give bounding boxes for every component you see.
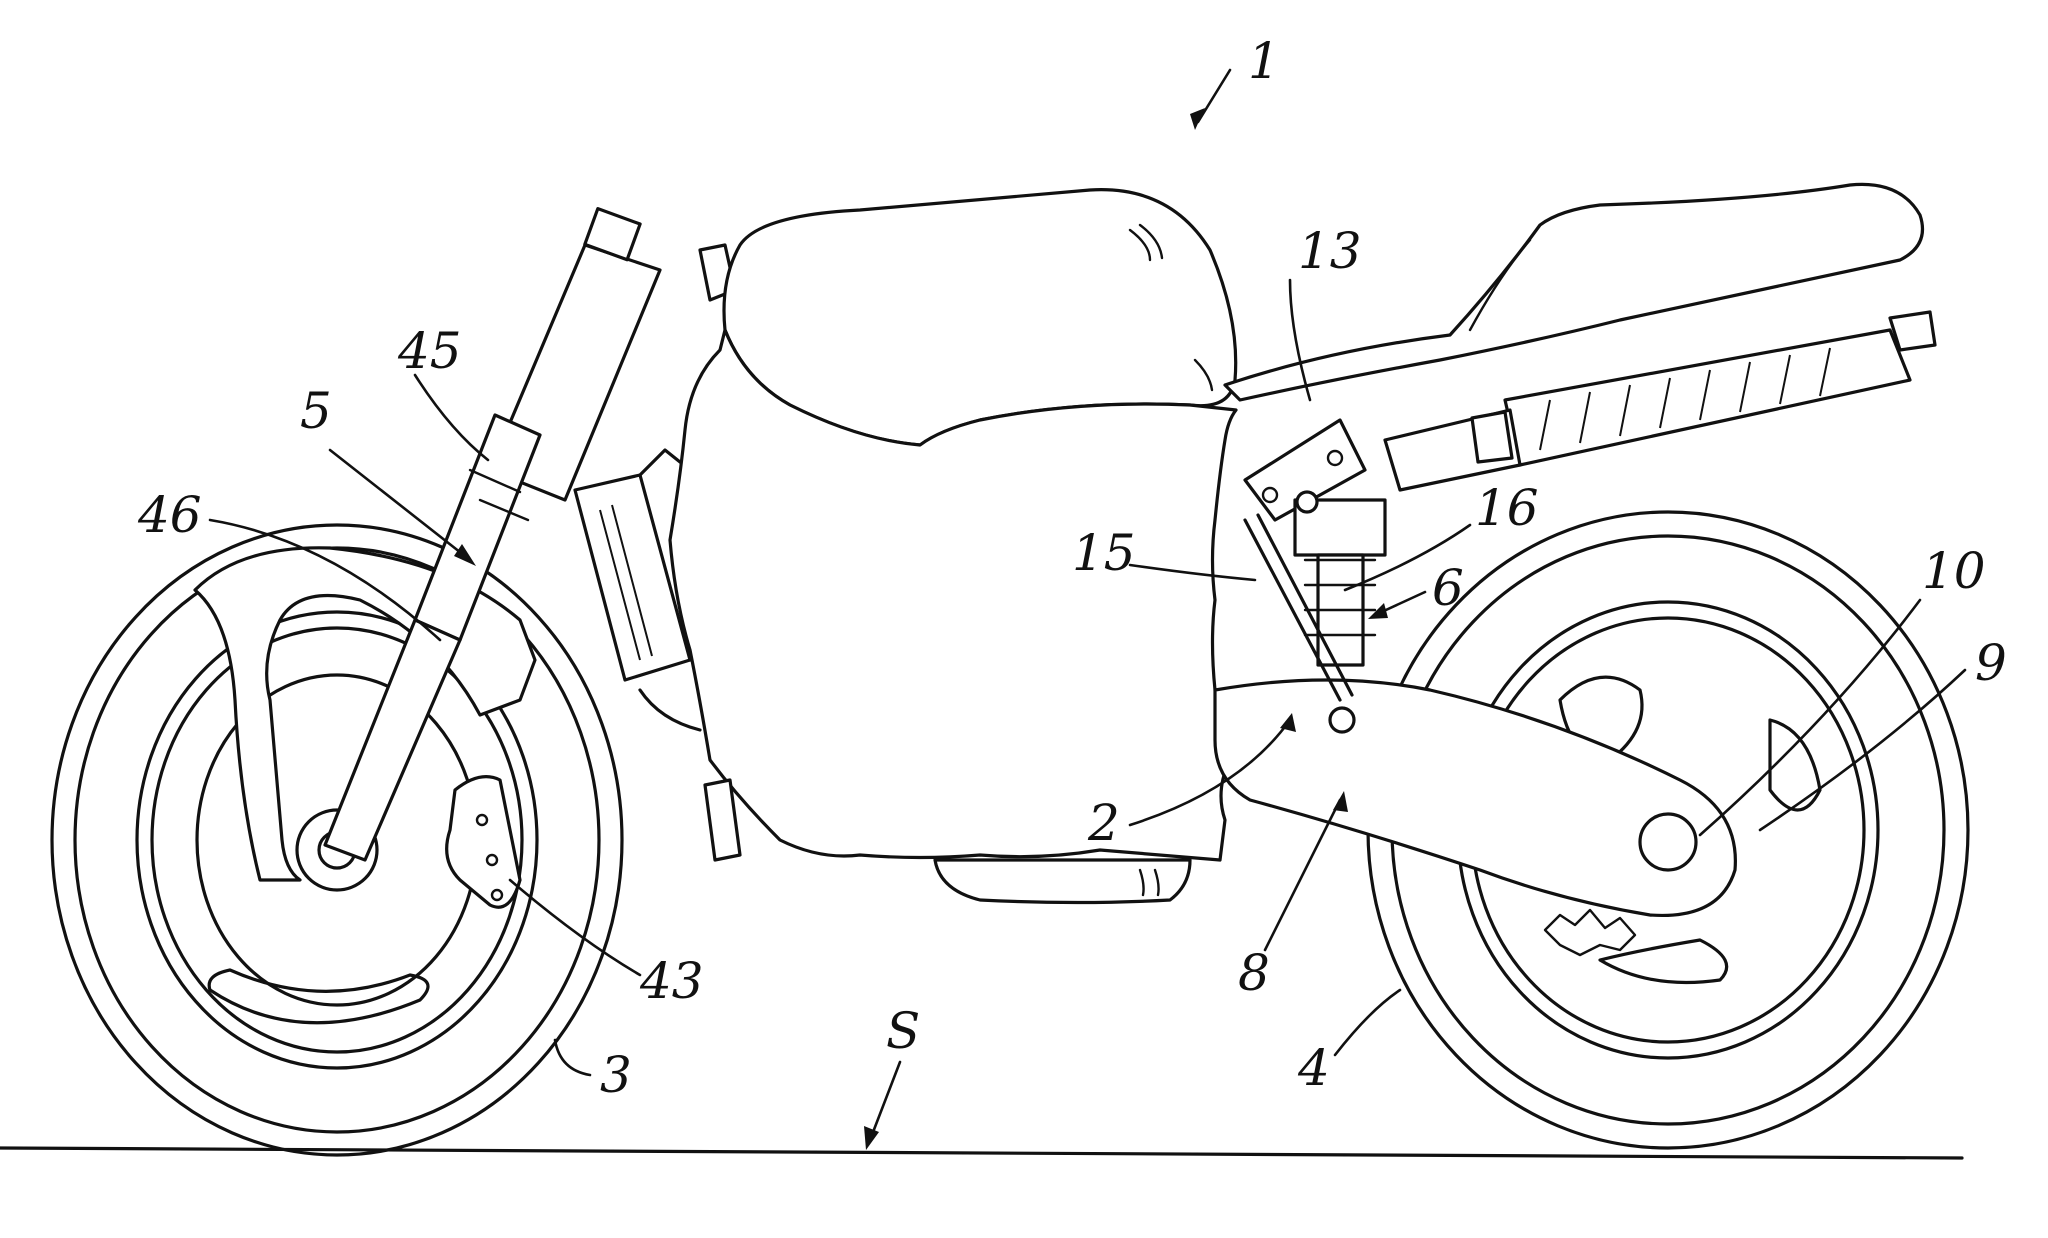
engine-cutaway: [668, 328, 1238, 862]
ref-10: 10: [1922, 542, 1986, 600]
ref-8: 8: [1238, 944, 1270, 1002]
ref-5: 5: [300, 382, 332, 440]
ref-15: 15: [1072, 524, 1136, 582]
ref-16: 16: [1475, 479, 1539, 537]
ref-45: 45: [397, 322, 462, 380]
ref-1: 1: [1248, 32, 1280, 90]
exhaust-muffler: [1503, 328, 1912, 467]
ref-43: 43: [639, 952, 704, 1010]
ref-S: S: [886, 1002, 920, 1060]
swingarm: [1213, 678, 1737, 918]
ref-6: 6: [1432, 559, 1464, 617]
exhaust-hatching: [1539, 347, 1831, 451]
ground-line: [0, 1146, 1964, 1160]
ref-4: 4: [1297, 1039, 1330, 1097]
ref-46: 46: [137, 486, 202, 544]
front-fork: [323, 207, 737, 862]
seat-tail: [1223, 182, 1925, 402]
ref-13: 13: [1298, 222, 1362, 280]
ref-3: 3: [600, 1046, 632, 1104]
rear-shock: [1243, 418, 1387, 734]
brake-caliper: [445, 775, 522, 909]
ref-9: 9: [1975, 634, 2007, 692]
ref-2: 2: [1087, 794, 1120, 852]
